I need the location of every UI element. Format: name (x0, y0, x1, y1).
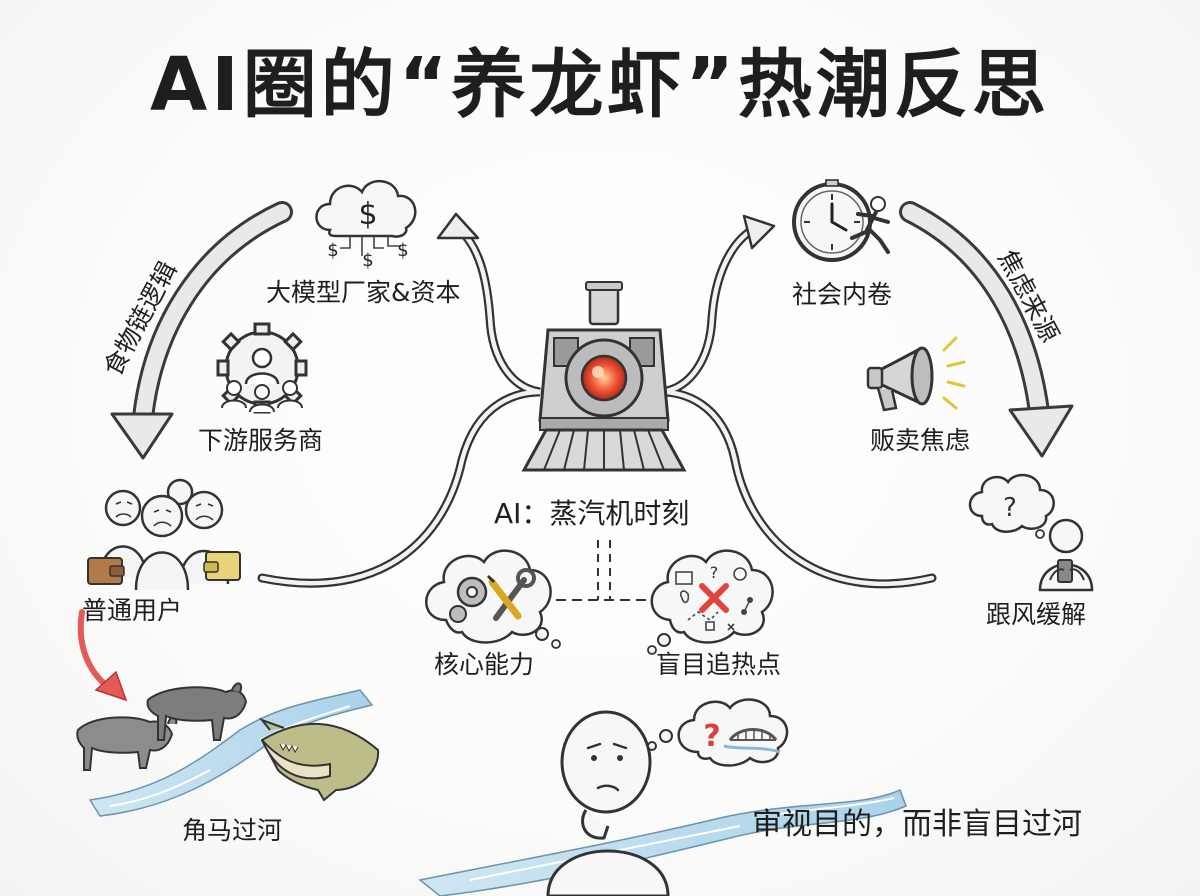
svg-text:$: $ (397, 240, 408, 261)
confused-phone-user-icon: ? (968, 473, 1094, 592)
page-title: AI圈的“养龙虾”热潮反思 (149, 42, 1051, 128)
left-bracket-curve (257, 212, 541, 588)
node-label-downstream-providers: 下游服务商 (198, 426, 324, 455)
right-bracket-curve (661, 214, 937, 589)
gear-wrench-icon (425, 549, 561, 649)
center-label-steam-moment: AI：蒸汽机时刻 (494, 497, 690, 530)
thinking-person-bridge-icon: ? (418, 698, 907, 896)
node-label-social-involution: 社会内卷 (792, 280, 893, 309)
node-label-model-capital: 大模型厂家&资本 (266, 278, 461, 307)
scattered-ideas-icon: ? (647, 549, 774, 655)
svg-text:?: ? (710, 563, 719, 582)
food-chain-arrow (110, 201, 293, 460)
wildebeest-crocodile-icon (76, 682, 380, 817)
node-label-selling-anxiety: 贩卖焦虑 (870, 426, 971, 455)
red-down-arrow (77, 609, 128, 702)
gear-people-icon (216, 322, 308, 414)
branch-label-blind-hotspot: 盲目追热点 (656, 650, 782, 679)
svg-text:?: ? (1003, 493, 1017, 523)
money-cloud-icon: $ $ $ $ (315, 180, 417, 271)
clock-runner-icon (792, 179, 890, 262)
megaphone-icon (866, 336, 966, 412)
branch-label-core-capability: 核心能力 (434, 650, 535, 679)
node-label-follow-trend-relief: 跟风缓解 (986, 600, 1087, 629)
svg-text:$: $ (327, 240, 338, 261)
node-label-ordinary-users: 普通用户 (82, 596, 183, 625)
center-connector (556, 540, 652, 601)
conclusion-label: 审视目的，而非盲目过河 (752, 807, 1082, 842)
svg-text:$: $ (362, 250, 373, 271)
steam-train-icon (521, 281, 687, 472)
node-label-wildebeest-crossing: 角马过河 (182, 816, 283, 845)
worried-crowd-icon (87, 478, 241, 591)
anxiety-source-arrow (899, 201, 1074, 458)
svg-text:$: $ (358, 197, 377, 232)
svg-text:?: ? (703, 719, 720, 754)
